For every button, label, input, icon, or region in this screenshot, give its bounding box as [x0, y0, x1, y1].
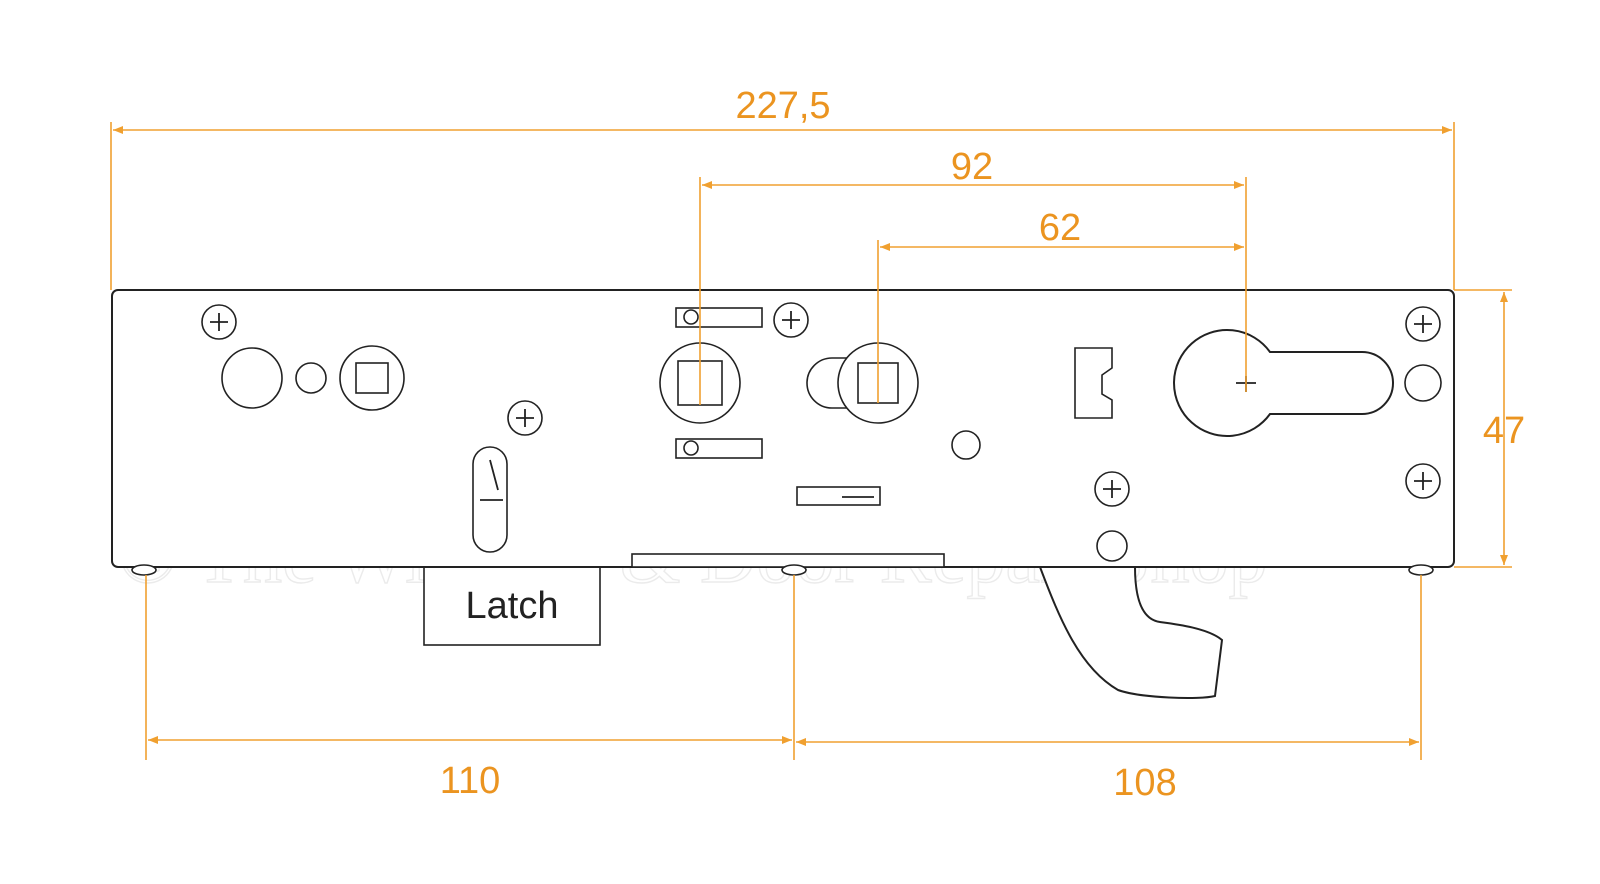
hook-bolt: [1038, 566, 1224, 699]
dimension-left-to-latch: 110: [145, 575, 795, 802]
screw-icon: [201, 304, 237, 340]
hole: [951, 430, 981, 460]
hole: [1404, 364, 1442, 402]
case-feet: [131, 564, 1434, 576]
cam-bracket: [1074, 347, 1113, 419]
dimension-handle-to-cylinder: 62: [877, 207, 1244, 403]
screws: [201, 302, 1441, 507]
dimension-overall-length: 227,5: [110, 85, 1455, 290]
dimension-spindle-to-cylinder-value: 92: [951, 146, 993, 188]
dimension-latch-to-right: 108: [796, 575, 1422, 804]
latch: Latch: [423, 566, 601, 646]
dimension-spindle-to-cylinder: 92: [699, 146, 1247, 405]
screw-icon: [773, 302, 809, 338]
hole: [1096, 530, 1128, 562]
dimension-handle-to-cylinder-value: 62: [1039, 207, 1081, 249]
screw-icon: [1094, 471, 1130, 507]
screw-icon: [1405, 463, 1441, 499]
left-follower-group: [221, 345, 405, 411]
dimension-overall-length-value: 227,5: [735, 85, 830, 127]
slot-vertical: [472, 446, 508, 553]
dimension-latch-to-right-value: 108: [1113, 762, 1176, 804]
dimension-faceplate-height: 47: [1454, 289, 1525, 568]
latch-label: Latch: [466, 585, 559, 627]
dimension-faceplate-height-value: 47: [1483, 410, 1525, 452]
screw-icon: [1405, 306, 1441, 342]
slot-horizontal: [796, 486, 881, 506]
dimension-left-to-latch-value: 110: [440, 760, 501, 802]
screw-icon: [507, 400, 543, 436]
